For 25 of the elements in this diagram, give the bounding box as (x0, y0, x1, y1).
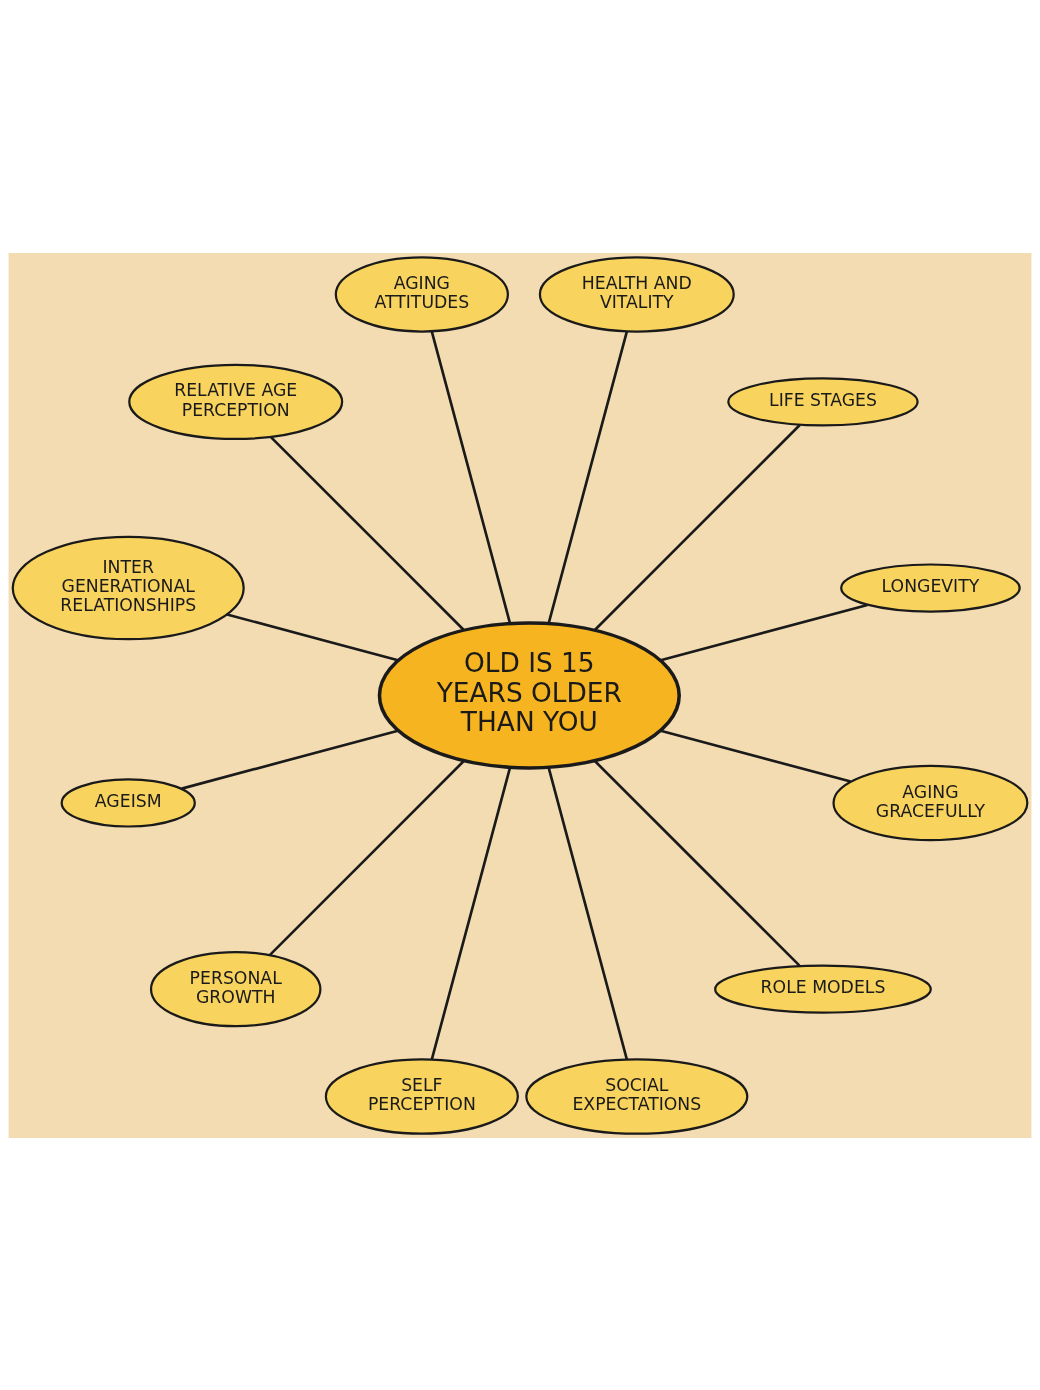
node-ellipse: RELATIVE AGE PERCEPTION (128, 363, 344, 440)
node-ellipse: AGING ATTITUDES (334, 255, 509, 333)
node-ellipse: AGEISM (60, 777, 196, 828)
connector (430, 330, 512, 624)
node-ellipse: SOCIAL EXPECTATIONS (525, 1057, 749, 1135)
connector (226, 612, 399, 662)
node-ellipse: ROLE MODELS (714, 964, 932, 1014)
node-ellipse: INTER GENERATIONAL RELATIONSHIPS (11, 535, 245, 640)
node-ellipse: AGING GRACEFULLY (832, 764, 1029, 841)
node-ellipse: HEALTH AND VITALITY (538, 255, 735, 333)
connector (593, 423, 801, 631)
node-ellipse: OLD IS 15 YEARS OLDER THAN YOU (377, 620, 681, 770)
node-ellipse: LONGEVITY (840, 562, 1021, 613)
node-ellipse: LIFE STAGES (727, 376, 919, 426)
connector (593, 759, 801, 967)
connector (660, 728, 851, 783)
connector (270, 435, 465, 631)
node-ellipse: SELF PERCEPTION (324, 1057, 519, 1135)
connector (430, 766, 512, 1060)
connector (181, 728, 399, 790)
connector (269, 759, 465, 956)
node-ellipse: PERSONAL GROWTH (149, 950, 322, 1027)
connector (547, 766, 629, 1060)
connector (547, 330, 629, 624)
connector (660, 603, 868, 662)
